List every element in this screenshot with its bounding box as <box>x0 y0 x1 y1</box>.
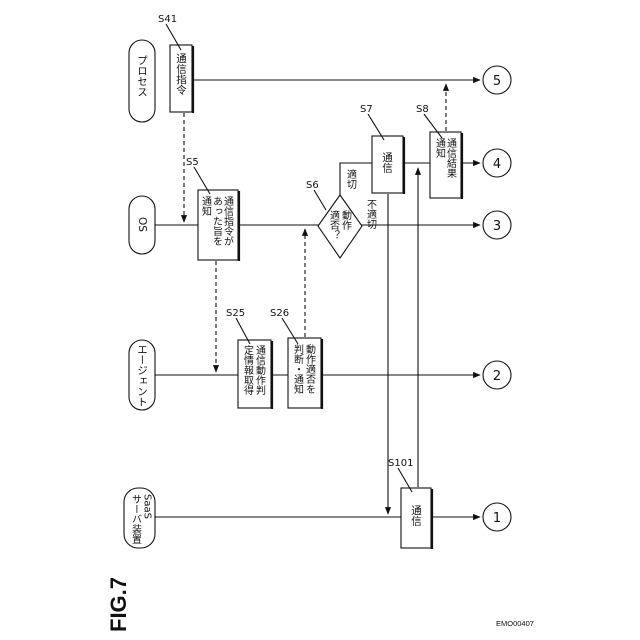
svg-text:SaaS: SaaS <box>142 494 153 519</box>
step-s7-box: 通信 <box>372 136 404 194</box>
svg-text:通知: 通知 <box>200 196 212 216</box>
step-s8-box: 通信結果 通知 <box>430 132 462 199</box>
svg-text:定情報取得: 定情報取得 <box>242 344 254 395</box>
figure-label: FIG.7 <box>106 577 131 632</box>
branch-ng-label: 不適切 <box>365 199 377 230</box>
svg-text:OS: OS <box>136 217 148 232</box>
svg-text:1: 1 <box>493 511 501 526</box>
step-s7-label: S7 <box>360 104 373 115</box>
lane-os: OS <box>129 196 155 254</box>
svg-text:通信動作判: 通信動作判 <box>254 345 266 396</box>
connector-1: 1 <box>483 503 511 531</box>
step-s6-leader <box>314 190 326 210</box>
svg-text:判断・通知: 判断・通知 <box>292 344 304 394</box>
svg-text:2: 2 <box>493 369 501 384</box>
step-s6-label: S6 <box>306 180 319 191</box>
svg-text:サーバ装置: サーバ装置 <box>130 494 142 544</box>
lane-agent: エージェント <box>129 340 155 410</box>
step-s5-box: 通信指令が あった旨を 通知 <box>198 190 239 261</box>
svg-text:プロセス: プロセス <box>136 55 148 97</box>
connector-4: 4 <box>483 149 511 177</box>
svg-text:通信指令が: 通信指令が <box>222 196 234 246</box>
step-s101-label: S101 <box>388 458 413 469</box>
svg-text:通信指令: 通信指令 <box>175 53 187 96</box>
lane-process: プロセス <box>129 40 155 122</box>
svg-text:適否？: 適否？ <box>328 209 340 240</box>
step-s8-label: S8 <box>416 104 429 115</box>
connector-5: 5 <box>483 66 511 94</box>
svg-text:エージェント: エージェント <box>136 344 148 407</box>
step-s101-box: 通信 <box>401 488 432 549</box>
step-s41-label: S41 <box>158 14 177 25</box>
connector-2: 2 <box>483 361 511 389</box>
svg-text:5: 5 <box>493 74 501 89</box>
step-s5-label: S5 <box>186 157 199 168</box>
svg-text:動作: 動作 <box>340 209 352 230</box>
connector-3: 3 <box>483 211 511 239</box>
svg-text:あった旨を: あった旨を <box>211 196 222 246</box>
document-code: EMO00407 <box>496 619 534 628</box>
branch-ok-label: 適切 <box>345 168 357 190</box>
step-s6-decision: 動作 適否？ <box>318 195 362 258</box>
step-s25-box: 通信動作判 定情報取得 <box>238 340 272 409</box>
svg-text:動作適否を: 動作適否を <box>304 343 316 394</box>
svg-text:通信: 通信 <box>381 152 393 174</box>
svg-text:通信結果: 通信結果 <box>445 138 457 179</box>
svg-text:通知: 通知 <box>434 138 446 158</box>
svg-text:4: 4 <box>493 157 501 172</box>
step-s25-label: S25 <box>226 308 245 319</box>
lane-saas-server: SaaS サーバ装置 <box>124 488 155 548</box>
step-s26-label: S26 <box>270 308 289 319</box>
step-s26-box: 動作適否を 判断・通知 <box>288 338 322 409</box>
svg-text:3: 3 <box>493 219 501 234</box>
step-s41-box: 通信指令 <box>170 45 193 113</box>
svg-text:通信: 通信 <box>410 505 422 527</box>
